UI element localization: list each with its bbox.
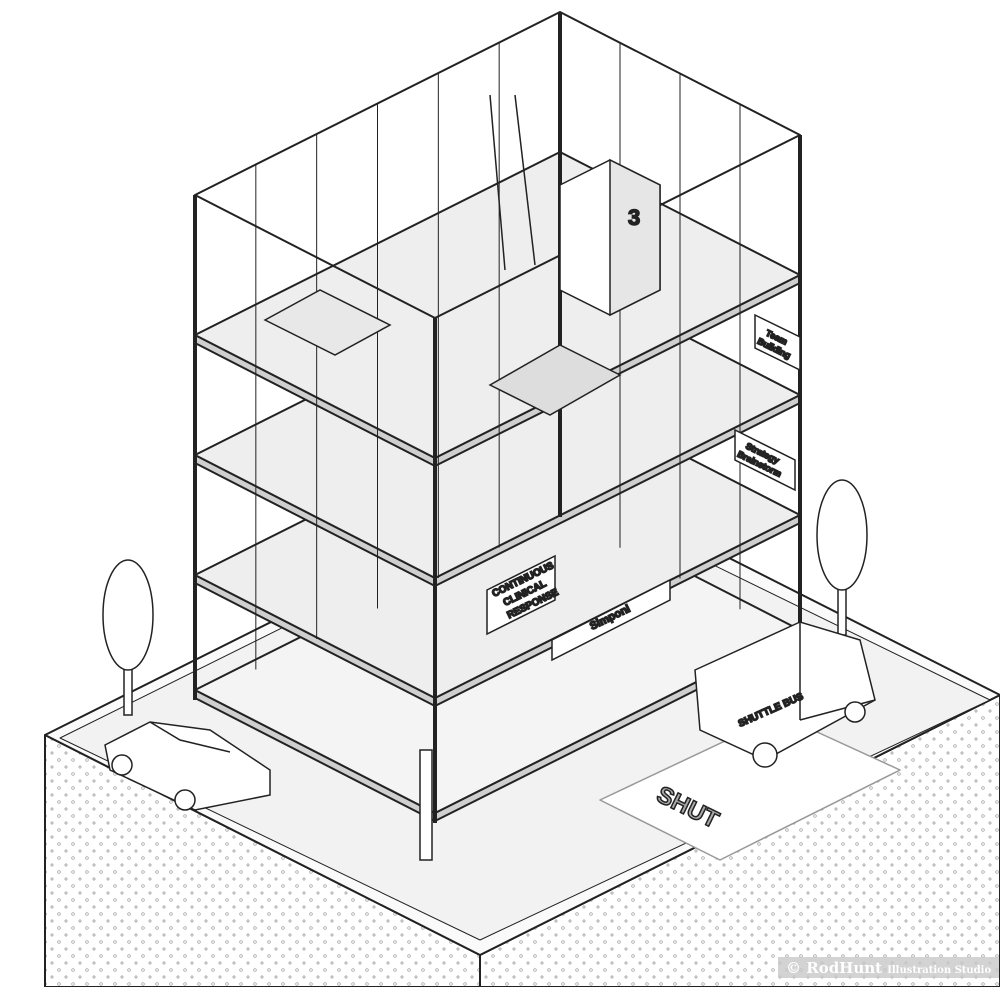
elevator-shaft-side <box>609 158 661 317</box>
watermark-suffix: Illustration Studio <box>887 965 992 976</box>
car <box>104 721 271 811</box>
watermark-brand: © RodHunt <box>786 959 883 977</box>
sign-strategy-brainstorm: StrategyBrainstorm <box>734 428 796 492</box>
elevator-number: 3 <box>628 205 640 230</box>
tree-left <box>102 559 154 716</box>
watermark: © RodHunt Illustration Studio <box>778 957 1000 978</box>
shuttle-bus: SHUTTLE BUS <box>694 621 876 768</box>
lumber-stack <box>488 344 622 416</box>
sign-team-building: TeamBuilding <box>754 313 801 372</box>
lamp-post <box>419 749 433 861</box>
road-marking-area <box>599 714 901 861</box>
panel-stack <box>263 289 392 356</box>
ladder <box>489 94 536 271</box>
tree-right <box>816 479 868 636</box>
